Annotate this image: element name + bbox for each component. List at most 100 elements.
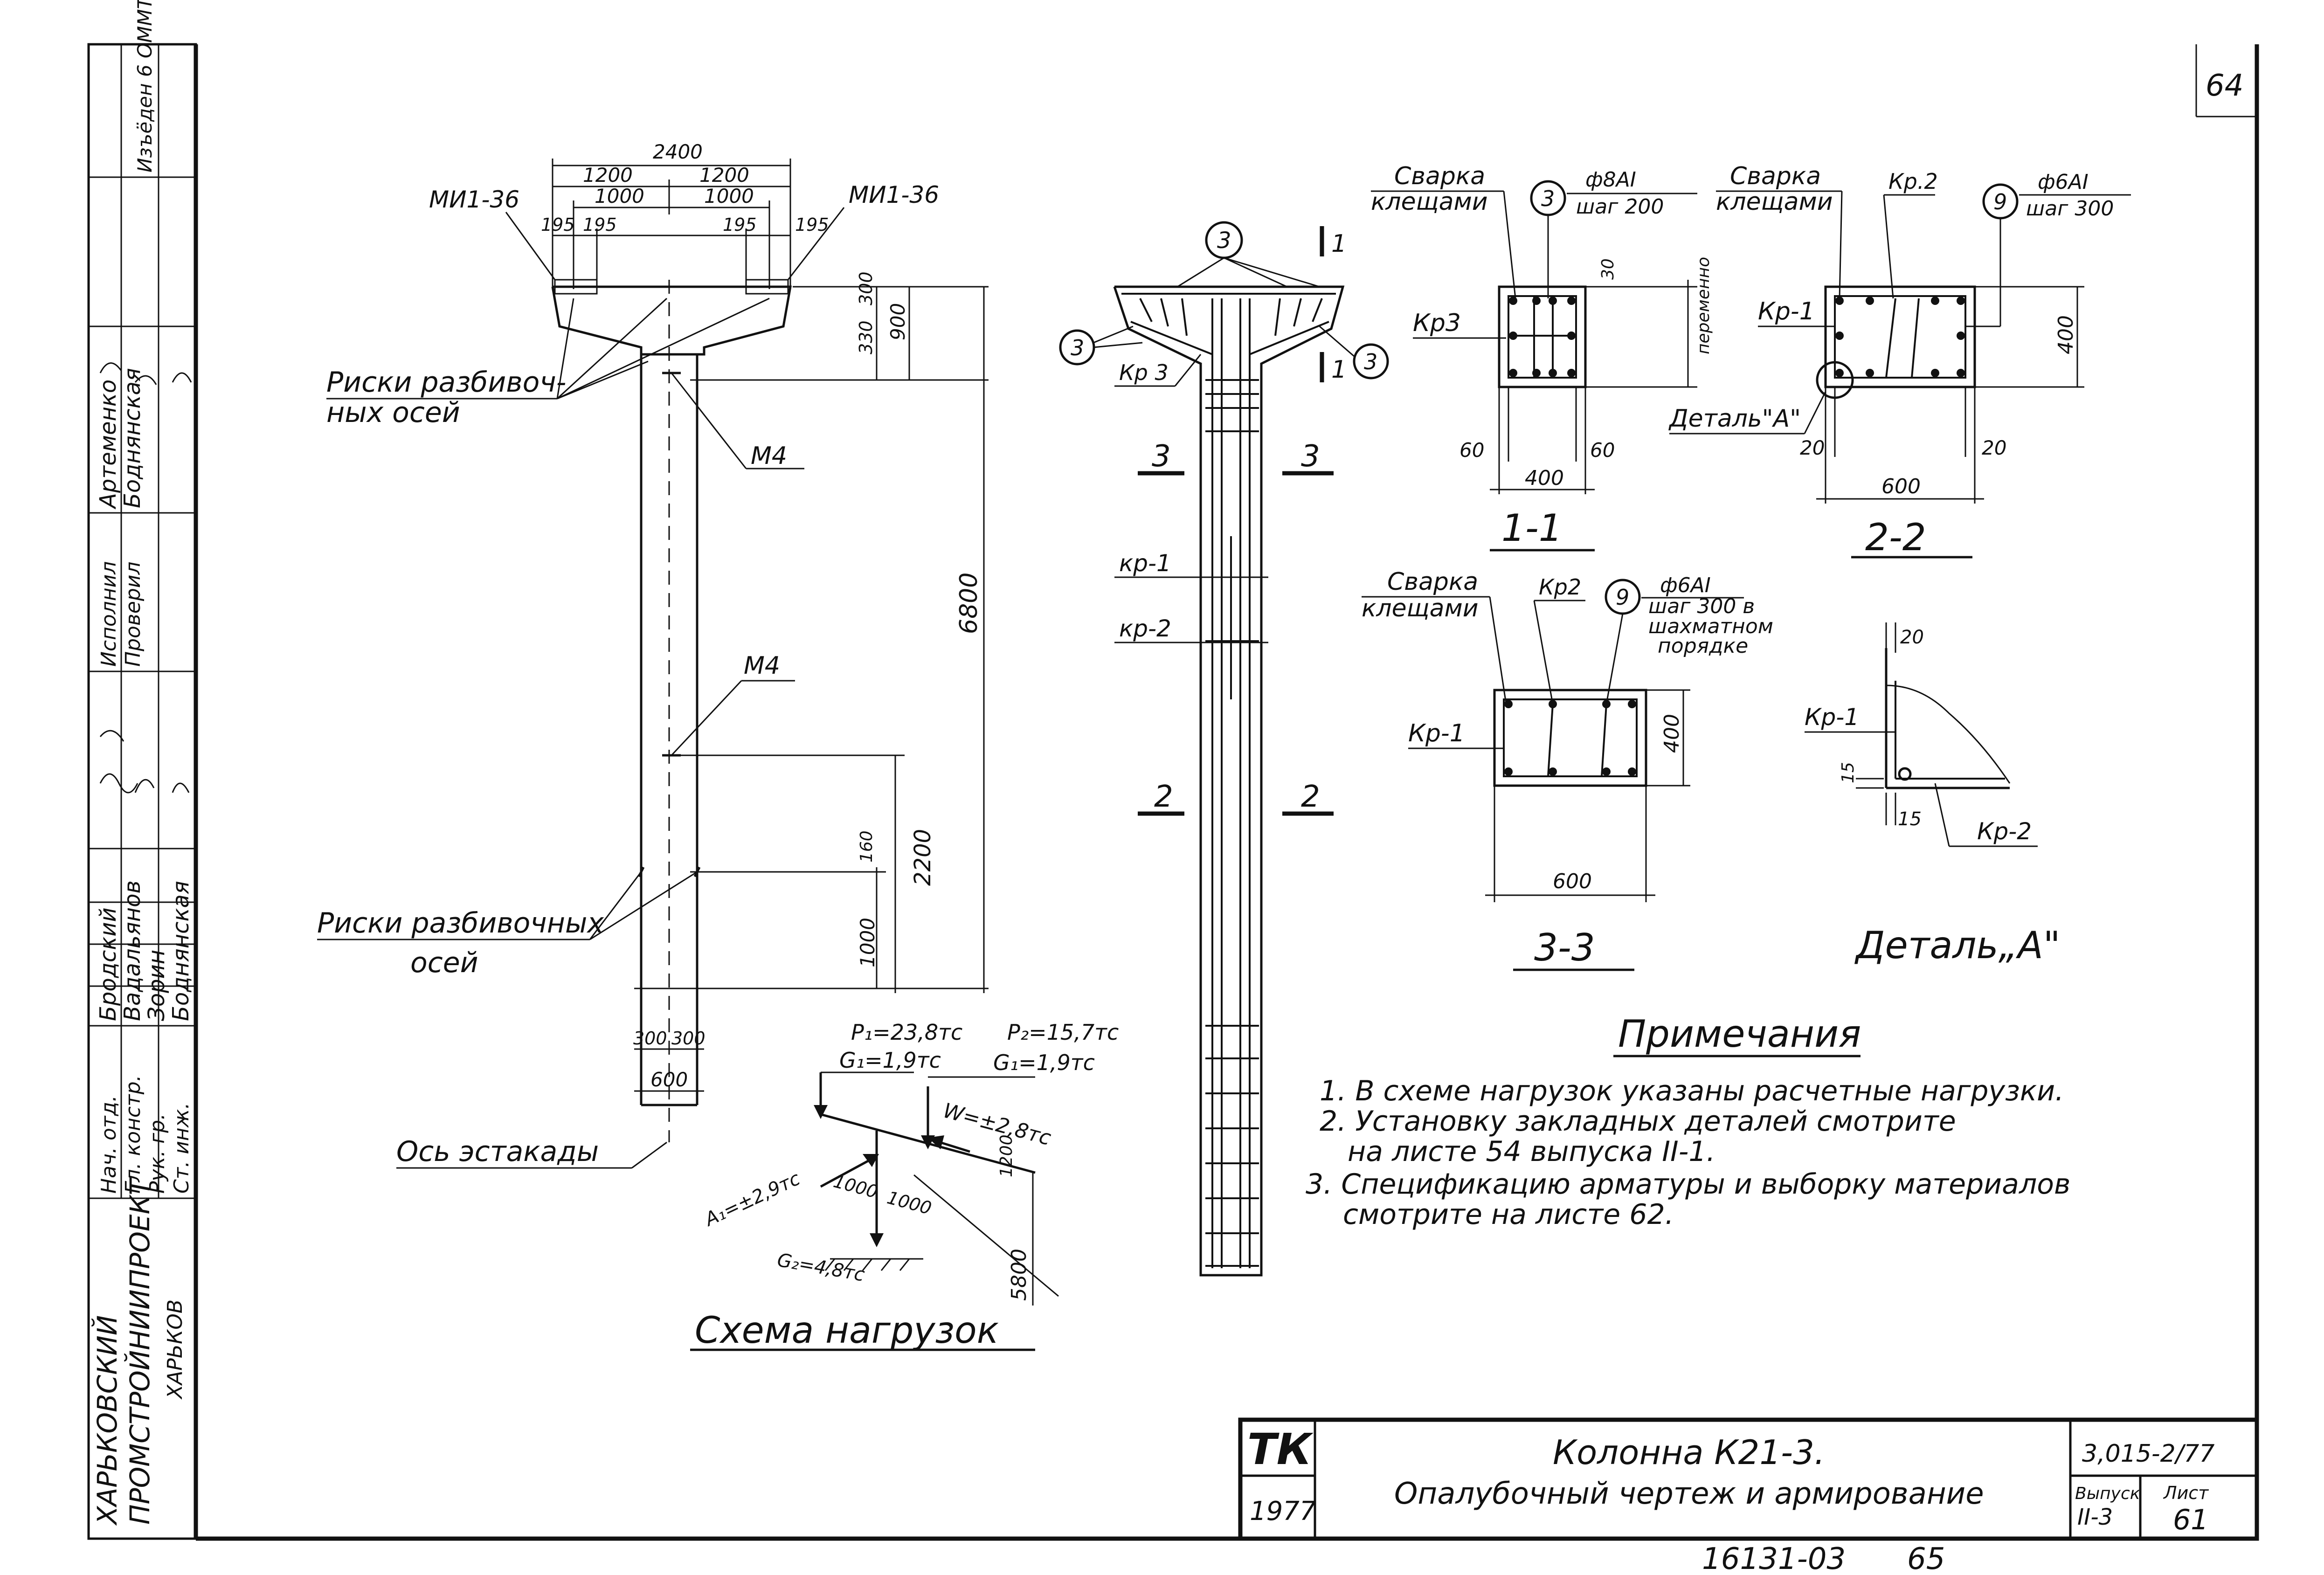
s11-weld-2: клещами xyxy=(1371,188,1488,216)
stamp-name-4: Артеменко xyxy=(95,380,121,510)
load-a: А₁=±2,9тс xyxy=(700,1168,803,1231)
s11-dim-400: 400 xyxy=(1525,466,1564,490)
s11-variable: переменно xyxy=(1694,257,1713,354)
stamp-top-note: Изъёден 6 ОММТРе по программе АПК-12 xyxy=(133,0,156,173)
s33-pos: 9 xyxy=(1616,585,1629,610)
s33-weld-2: клещами xyxy=(1362,594,1479,622)
s33-title: 3-3 xyxy=(1534,926,1595,969)
load-scheme: Р₁=23,8тс G₁=1,9тс Р₂=15,7тс G₁=1,9тс W=… xyxy=(690,1020,1119,1352)
tb-sheet: 61 xyxy=(2173,1504,2208,1536)
load-scheme-title: Схема нагрузок xyxy=(695,1310,999,1352)
dim-195-a: 195 xyxy=(541,214,575,235)
stamp-name-2: Зорин xyxy=(144,950,170,1021)
dim-inner-right: 1000 xyxy=(704,185,754,207)
tb-sheet-label: Лист xyxy=(2163,1483,2209,1503)
tb-issue: II-3 xyxy=(2077,1504,2113,1530)
stamp-role-3: Ст. инж. xyxy=(170,1103,194,1194)
s33-kr2: Кр2 xyxy=(1539,574,1581,600)
bottom-page: 65 xyxy=(1907,1542,1945,1575)
dim-top-total: 2400 xyxy=(653,140,703,163)
m4-mid-label: М4 xyxy=(744,652,780,680)
axes-bottom-label-2: осей xyxy=(410,946,478,979)
formwork-view: 2400 1200 1200 1000 1000 195 195 195 195… xyxy=(317,140,989,1169)
pos3-callout-right: 3 xyxy=(1364,349,1377,374)
cut-1-bottom: 1 xyxy=(1331,356,1347,384)
sheet-number: 64 xyxy=(2206,69,2243,103)
s33-weld-1: Сварка xyxy=(1387,568,1478,596)
cut-3-right: 3 xyxy=(1301,439,1320,474)
s33-rebar-1: ф6АI xyxy=(1660,573,1711,597)
s11-kr: Кр3 xyxy=(1413,309,1461,337)
load-dim-5800: 5800 xyxy=(1007,1249,1031,1301)
kr1-label: кр-1 xyxy=(1119,550,1171,577)
s11-dim-60-left: 60 xyxy=(1459,439,1484,462)
axes-bottom-label-1: Риски разбивочных xyxy=(317,907,604,939)
s22-dim-20-right: 20 xyxy=(1982,436,2006,459)
dim-top-half-right: 1200 xyxy=(699,164,749,187)
load-g2: G₂=4,8тс xyxy=(775,1250,866,1286)
load-g1-right: G₁=1,9тс xyxy=(993,1050,1095,1075)
dim-195-c: 195 xyxy=(723,214,757,235)
section-1-1: Сварка клещами 3 ф8АI шаг 200 Кр3 30 пер… xyxy=(1371,162,1713,552)
note-line-4: 3. Спецификацию арматуры и выборку матер… xyxy=(1306,1168,2070,1201)
notes-title: Примечания xyxy=(1618,1012,1861,1056)
s22-weld-1: Сварка xyxy=(1730,162,1821,190)
tb-issue-label: Выпуск xyxy=(2075,1484,2140,1503)
cut-2-left: 2 xyxy=(1154,780,1173,814)
s33-dim-400: 400 xyxy=(1660,714,1684,753)
s22-kr2: Кр.2 xyxy=(1888,169,1938,194)
s11-pos: 3 xyxy=(1541,186,1555,211)
dim-inner-left: 1000 xyxy=(595,185,644,207)
s33-kr1: Кр-1 xyxy=(1408,719,1465,747)
kr2-label: кр-2 xyxy=(1119,615,1171,642)
load-g1-left: G₁=1,9тс xyxy=(839,1048,941,1073)
s11-dim-60-right: 60 xyxy=(1590,439,1615,462)
mi-right-label: МИ1-36 xyxy=(849,181,939,208)
s33-rebar-3: шахматном xyxy=(1648,615,1773,638)
dim-bottom-600: 600 xyxy=(650,1068,688,1091)
load-p1: Р₁=23,8тс xyxy=(851,1020,962,1045)
stamp-org-line3: ХАРЬКОВ xyxy=(163,1299,187,1400)
dim-2200: 2200 xyxy=(910,829,936,886)
load-dim-1000-left: 1000 xyxy=(831,1171,880,1202)
section-2-2: Сварка клещами Кр.2 9 ф6АI шаг 300 Кр-1 … xyxy=(1668,162,2131,559)
cut-3-left: 3 xyxy=(1152,439,1171,474)
axes-top-label-2: ных осей xyxy=(326,396,460,429)
detail-title: Деталь„А" xyxy=(1854,924,2061,967)
stamp-role-1: Гл. констр. xyxy=(121,1075,145,1194)
s22-kr1: Кр-1 xyxy=(1758,297,1815,325)
note-line-5: смотрите на листе 62. xyxy=(1343,1198,1674,1231)
detail-dim-15-b: 15 xyxy=(1898,808,1922,830)
dim-bottom-300-left: 300 xyxy=(633,1028,667,1049)
s22-dim-20-left: 20 xyxy=(1800,436,1825,459)
load-p2: Р₂=15,7тс xyxy=(1007,1020,1119,1045)
dim-bottom-300-right: 300 xyxy=(671,1028,706,1049)
stamp-org-line1: ХАРЬКОВСКИЙ xyxy=(91,1315,123,1526)
s22-rebar: ф6АI xyxy=(2038,170,2089,194)
tb-series: 3,015-2/77 xyxy=(2082,1440,2214,1468)
stamp-name-1: Вадальянов xyxy=(119,880,145,1021)
s22-pos: 9 xyxy=(1993,189,2007,214)
axes-top-label-1: Риски разбивоч- xyxy=(326,366,566,399)
bottom-note: 16131-03 xyxy=(1702,1542,1846,1575)
reinforcement-view: 3 3 3 Кр 3 1 1 3 3 2 2 кр-1 кр-2 xyxy=(1059,221,1389,1277)
dim-195-d: 195 xyxy=(795,214,829,235)
s22-weld-2: клещами xyxy=(1716,188,1833,216)
s22-dim-600: 600 xyxy=(1881,475,1921,498)
detail-dim-15-a: 15 xyxy=(1839,762,1858,783)
note-line-1: 1. В схеме нагрузок указаны расчетные на… xyxy=(1320,1075,2064,1107)
note-line-3: на листе 54 выпуска II-1. xyxy=(1348,1135,1715,1168)
s11-step: шаг 200 xyxy=(1576,195,1664,219)
stamp-role-5: Проверил xyxy=(121,561,145,667)
dim-900: 900 xyxy=(886,303,909,340)
dim-1000: 1000 xyxy=(856,918,879,967)
stamp-role-2: Рук. гр. xyxy=(145,1113,169,1194)
s11-title: 1-1 xyxy=(1501,506,1563,550)
cut-1-top: 1 xyxy=(1331,230,1347,258)
detail-kr1: Кр-1 xyxy=(1805,704,1859,731)
estakada-axis-label: Ось эстакады xyxy=(396,1135,599,1168)
dim-6800: 6800 xyxy=(955,573,983,634)
load-dim-1000-right: 1000 xyxy=(885,1187,934,1219)
stamp-role-0: Нач. отд. xyxy=(97,1095,121,1194)
s22-detail-label: Деталь"А" xyxy=(1668,405,1801,433)
